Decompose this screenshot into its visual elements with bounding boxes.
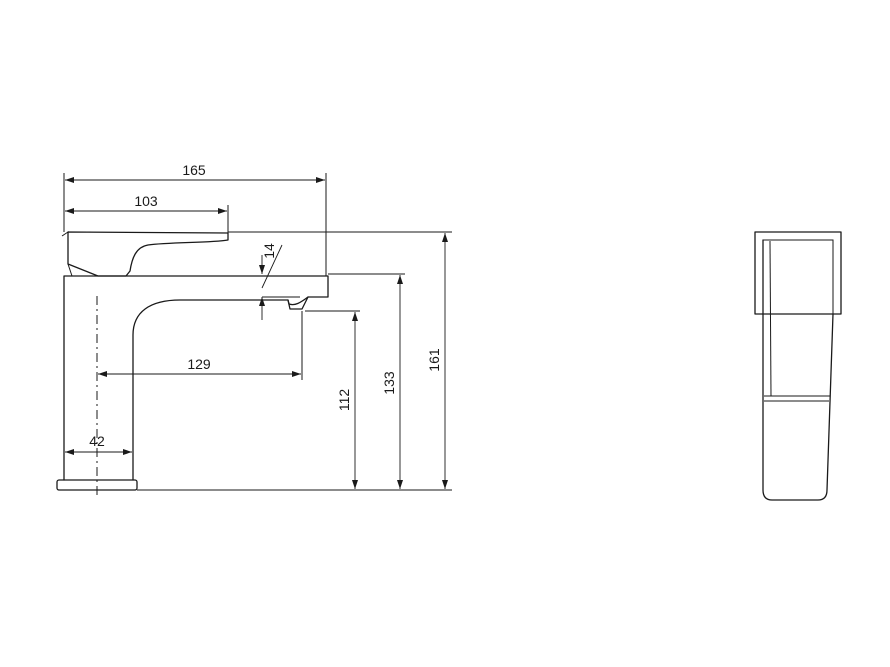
front-view xyxy=(754,231,842,501)
front-handle-inner xyxy=(762,239,834,315)
dimension-labels: 165 103 14 129 42 112 133 161 xyxy=(89,162,442,449)
lever-handle-inner xyxy=(61,231,69,264)
dim-label-body-height: 133 xyxy=(381,371,397,395)
front-body xyxy=(762,239,834,501)
side-view xyxy=(56,231,329,495)
lever-handle xyxy=(67,231,229,277)
dimension-lines xyxy=(65,177,448,489)
aerator xyxy=(287,296,309,310)
lever-handle-base xyxy=(67,263,73,277)
dim-label-spout-gap: 14 xyxy=(261,243,277,259)
extension-lines xyxy=(63,173,452,491)
dim-label-overall-length: 165 xyxy=(182,162,206,178)
dim-label-base-width: 42 xyxy=(89,433,105,449)
front-handle xyxy=(754,231,842,315)
dim-label-spout-height: 112 xyxy=(336,389,352,412)
faucet-body xyxy=(63,275,329,481)
dim-label-overall-height: 161 xyxy=(426,348,442,372)
dim-label-handle-length: 103 xyxy=(134,193,158,209)
dim-label-spout-reach: 129 xyxy=(187,356,211,372)
